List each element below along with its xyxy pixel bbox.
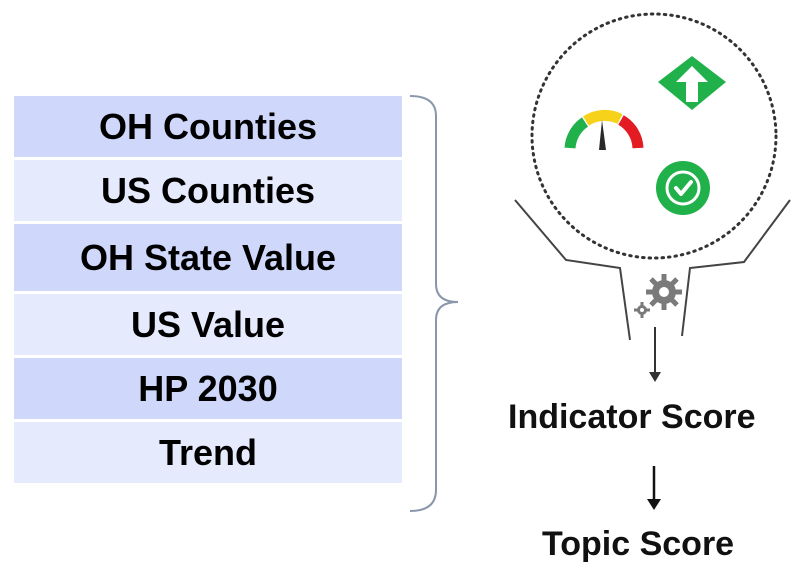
dotted-circle bbox=[530, 12, 778, 260]
input-box-trend: Trend bbox=[14, 422, 402, 483]
input-box-hp-2030: HP 2030 bbox=[14, 358, 402, 419]
indicator-score-label: Indicator Score bbox=[508, 398, 756, 436]
arrow-to-topic bbox=[647, 466, 661, 510]
green-up-arrow-sign-icon bbox=[658, 56, 726, 110]
green-checkmark-circle-icon bbox=[656, 161, 710, 215]
input-box-us-counties: US Counties bbox=[14, 160, 402, 221]
small-gear-icon bbox=[634, 302, 650, 318]
funnel-outline bbox=[514, 199, 631, 341]
speedometer-gauge-icon bbox=[564, 109, 644, 150]
input-box-us-value: US Value bbox=[14, 294, 402, 355]
arrow-to-indicator bbox=[649, 327, 661, 382]
input-box-oh-counties: OH Counties bbox=[14, 96, 402, 157]
topic-score-label: Topic Score bbox=[542, 525, 735, 563]
gear-icon bbox=[646, 274, 682, 310]
input-list: OH Counties US Counties OH State Value U… bbox=[14, 96, 402, 486]
funnel-outline-right bbox=[681, 199, 791, 337]
curly-brace bbox=[409, 95, 459, 512]
input-box-oh-state-value: OH State Value bbox=[14, 224, 402, 291]
